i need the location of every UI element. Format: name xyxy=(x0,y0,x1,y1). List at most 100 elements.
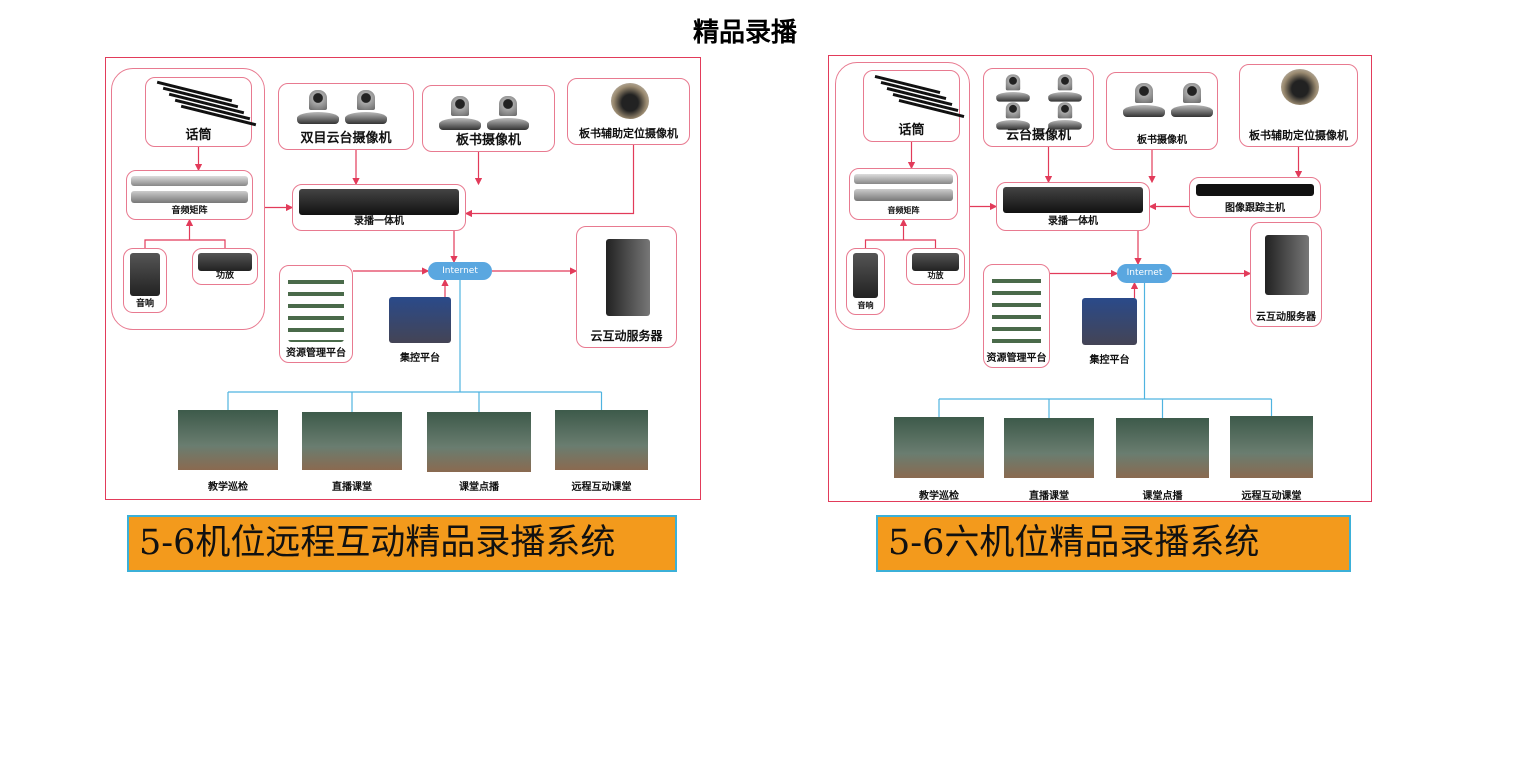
resource-platform-label: 资源管理平台 xyxy=(286,348,346,359)
amplifier-image xyxy=(912,253,959,271)
output-thumbnail xyxy=(302,412,402,470)
output-label: 课堂点播 xyxy=(459,482,499,493)
output-thumbnail xyxy=(178,410,278,470)
audio-matrix-box: 音频矩阵 xyxy=(849,168,958,220)
ptz-camera-icon xyxy=(1048,74,1082,102)
tracking-host-image xyxy=(1196,184,1314,196)
ptz-camera-box: 双目云台摄像机 xyxy=(278,83,414,150)
audio-matrix-image xyxy=(854,174,953,184)
output-label: 教学巡检 xyxy=(919,491,959,502)
page-title: 精品录播 xyxy=(692,18,797,48)
ptz-camera-icon xyxy=(345,90,387,124)
speaker-amp-line xyxy=(864,239,937,248)
ptz-camera-icon xyxy=(297,90,339,124)
board-camera-icon xyxy=(487,96,529,130)
mic-box: 话筒 xyxy=(145,77,257,147)
speaker-box: 音响 xyxy=(123,248,167,313)
output-label: 远程互动课堂 xyxy=(571,482,632,493)
dome-camera-icon xyxy=(1280,69,1319,105)
board-aux-camera-label: 板书辅助定位摄像机 xyxy=(579,127,678,140)
cloud-server-label: 云互动服务器 xyxy=(1256,312,1316,323)
recorder-image xyxy=(1003,187,1143,213)
resource-platform-screenshot xyxy=(288,272,344,342)
resource-platform-label: 资源管理平台 xyxy=(986,353,1047,364)
audio-matrix-image xyxy=(131,191,248,203)
audio-matrix-label: 音频矩阵 xyxy=(171,206,208,216)
cloud-server-label: 云互动服务器 xyxy=(590,329,663,343)
speaker-image xyxy=(130,253,160,296)
audio-matrix-label: 音频矩阵 xyxy=(887,206,920,215)
recorder-image xyxy=(299,189,459,215)
output-label: 课堂点播 xyxy=(1142,491,1183,502)
amplifier-label: 功放 xyxy=(927,271,944,280)
output-label: 远程互动课堂 xyxy=(1241,491,1302,502)
speaker-box: 音响 xyxy=(846,248,885,315)
aux-to-recorder-line xyxy=(464,145,635,218)
amplifier-image xyxy=(198,253,252,271)
ptz-camera-icon xyxy=(996,102,1030,130)
ptz-camera-label: 云台摄像机 xyxy=(1005,128,1071,143)
system-name-banner: 5-6机位远程互动精品录播系统 xyxy=(127,515,677,572)
diagram-frame xyxy=(828,55,1372,502)
speaker-amp-line xyxy=(144,239,226,248)
output-thumbnail xyxy=(1004,418,1094,478)
speaker-label: 音响 xyxy=(857,301,874,310)
board-camera-icon xyxy=(1171,83,1213,117)
internet-cloud: Internet xyxy=(428,262,492,280)
tracking-host-box: 图像跟踪主机 xyxy=(1189,177,1321,218)
audio-matrix-image xyxy=(854,189,953,201)
recorder-box: 录播一体机 xyxy=(996,182,1150,231)
board-camera-label: 板书摄像机 xyxy=(455,133,521,148)
cloud-server-box: 云互动服务器 xyxy=(576,226,677,348)
resource-platform-screenshot xyxy=(992,271,1041,347)
recorder-label: 录播一体机 xyxy=(354,216,404,227)
audio-matrix-box: 音频矩阵 xyxy=(126,170,253,220)
control-platform-label: 集控平台 xyxy=(400,353,440,364)
internet-cloud: Internet xyxy=(1117,264,1172,283)
board-aux-camera-label: 板书辅助定位摄像机 xyxy=(1249,129,1348,142)
board-camera-icon xyxy=(1123,83,1165,117)
output-label: 直播课堂 xyxy=(1029,491,1069,502)
ptz-camera-icon xyxy=(996,74,1030,102)
recorder-box: 录播一体机 xyxy=(292,184,466,231)
mic-label: 话筒 xyxy=(898,123,925,138)
board-camera-label: 板书摄像机 xyxy=(1137,135,1187,146)
output-thumbnail xyxy=(1230,416,1313,478)
audio-group xyxy=(111,68,265,330)
resource-platform-box: 资源管理平台 xyxy=(983,264,1050,368)
output-thumbnail xyxy=(427,412,531,472)
output-label: 直播课堂 xyxy=(332,482,372,493)
server-image xyxy=(1265,235,1309,295)
recorder-label: 录播一体机 xyxy=(1048,216,1098,227)
system-name-banner: 5-6六机位精品录播系统 xyxy=(876,515,1351,572)
output-thumbnail xyxy=(894,417,984,478)
mic-box: 话筒 xyxy=(863,70,965,142)
server-image xyxy=(605,239,650,316)
board-aux-camera-box: 板书辅助定位摄像机 xyxy=(567,78,690,145)
mic-label: 话筒 xyxy=(185,128,212,143)
diagram-frame xyxy=(105,57,701,500)
tracking-host-label: 图像跟踪主机 xyxy=(1225,203,1285,214)
control-platform-screenshot xyxy=(389,297,451,343)
control-platform-screenshot xyxy=(1082,298,1137,345)
ptz-camera-box: 云台摄像机 xyxy=(983,68,1094,147)
amplifier-box: 功放 xyxy=(192,248,258,285)
output-thumbnail xyxy=(555,410,648,470)
resource-platform-box: 资源管理平台 xyxy=(279,265,353,363)
audio-group xyxy=(835,62,970,330)
audio-matrix-image xyxy=(131,176,248,186)
output-thumbnail xyxy=(1116,418,1209,478)
amplifier-box: 功放 xyxy=(906,248,965,285)
speaker-label: 音响 xyxy=(135,299,154,309)
dome-camera-icon xyxy=(610,83,649,119)
board-camera-box: 板书摄像机 xyxy=(422,85,555,152)
ptz-camera-icon xyxy=(1048,102,1082,130)
speaker-image xyxy=(853,253,878,298)
board-camera-box: 板书摄像机 xyxy=(1106,72,1218,150)
cloud-server-box: 云互动服务器 xyxy=(1250,222,1322,327)
board-aux-camera-box: 板书辅助定位摄像机 xyxy=(1239,64,1358,147)
amplifier-label: 功放 xyxy=(215,271,234,281)
board-camera-icon xyxy=(439,96,481,130)
